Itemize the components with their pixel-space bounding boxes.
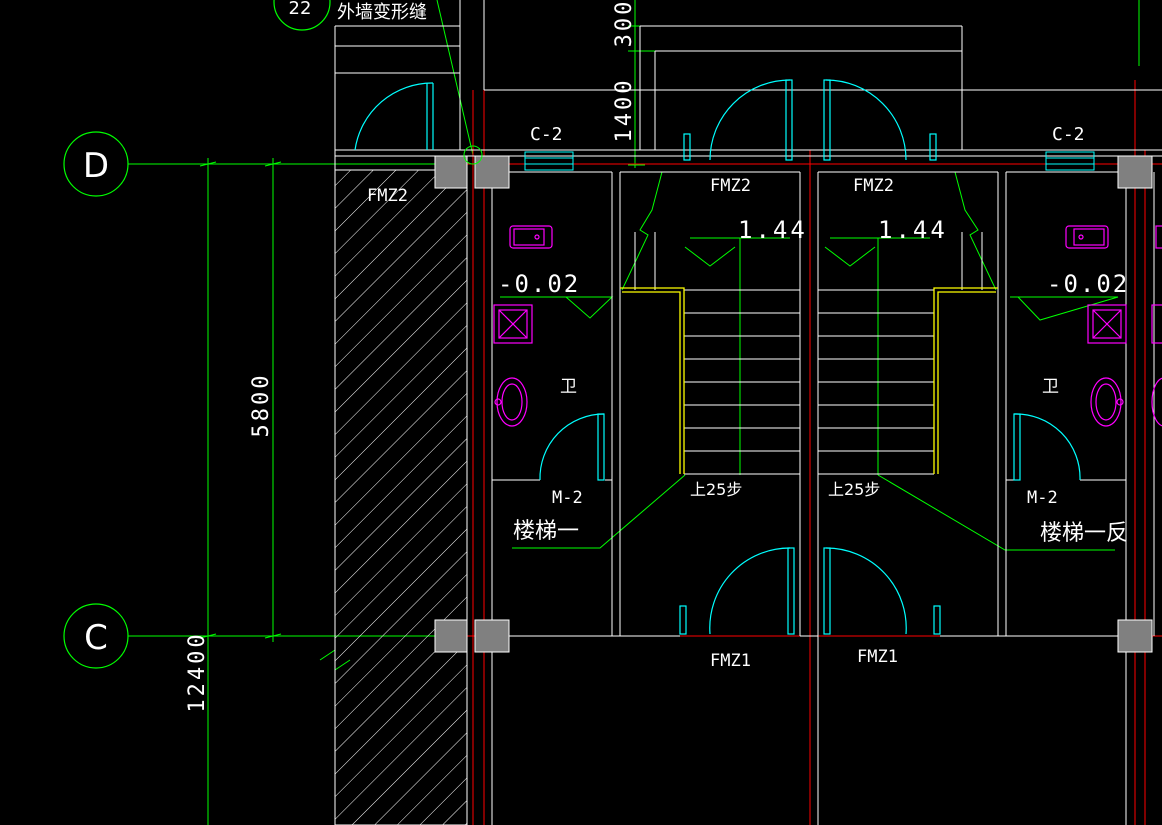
fixture-basin-right xyxy=(1090,377,1124,427)
stair-name-left: 楼梯一 xyxy=(513,519,579,544)
axis-lines xyxy=(460,80,1162,825)
label-window-right: C-2 xyxy=(1052,124,1085,145)
label-fmz1-left: FMZ1 xyxy=(710,651,751,671)
level-landing-right: 1.44 xyxy=(878,216,948,244)
columns xyxy=(434,155,1153,653)
stair-name-right: 楼梯一反 xyxy=(1040,521,1128,546)
fixture-shower-left xyxy=(493,304,533,344)
stair-up-right: 上25步 xyxy=(828,480,880,499)
window-c2-right xyxy=(1045,151,1095,171)
fixture-basin-left xyxy=(494,377,528,427)
window-c2-left xyxy=(524,151,574,171)
stair-up-left: 上25步 xyxy=(690,480,742,499)
label-door-m2-left: M-2 xyxy=(552,488,583,508)
dim-upper-b: 1400 xyxy=(612,78,637,143)
fixture-toilet-left xyxy=(509,225,553,249)
label-fmz2-stair-right: FMZ2 xyxy=(853,176,894,196)
walls xyxy=(334,0,1162,825)
level-landing-left: 1.44 xyxy=(738,216,808,244)
level-bath-left: -0.02 xyxy=(498,270,580,298)
grid-bubble-partial: 22 xyxy=(273,0,331,31)
expansion-joint-hatch xyxy=(334,169,468,825)
label-fmz1-right: FMZ1 xyxy=(857,647,898,667)
fixture-partial-far-right xyxy=(1151,225,1162,427)
stair-stringers xyxy=(620,287,998,474)
svg-text:C: C xyxy=(84,618,108,658)
grid-bubble-c: C xyxy=(63,603,129,669)
door-swings xyxy=(354,79,1081,635)
fixture-shower-right xyxy=(1087,304,1127,344)
dim-upper-a: 300 xyxy=(612,0,637,47)
dim-overall: 12400 xyxy=(185,631,210,712)
svg-text:22: 22 xyxy=(289,0,312,19)
label-window-left: C-2 xyxy=(530,124,563,145)
label-fmz2-wall: FMZ2 xyxy=(367,186,408,206)
level-bath-right: -0.02 xyxy=(1047,270,1129,298)
grid-bubble-d: D xyxy=(63,131,129,197)
room-bath-right: 卫 xyxy=(1042,377,1059,397)
room-bath-left: 卫 xyxy=(560,377,577,397)
fixture-toilet-right xyxy=(1065,225,1109,249)
label-door-m2-right: M-2 xyxy=(1027,488,1058,508)
joint-marker xyxy=(463,145,483,165)
svg-text:D: D xyxy=(83,146,109,186)
label-fmz2-stair-left: FMZ2 xyxy=(710,176,751,196)
dim-span-dc: 5800 xyxy=(249,373,274,438)
note-expansion-joint: 外墙变形缝 xyxy=(337,2,427,23)
